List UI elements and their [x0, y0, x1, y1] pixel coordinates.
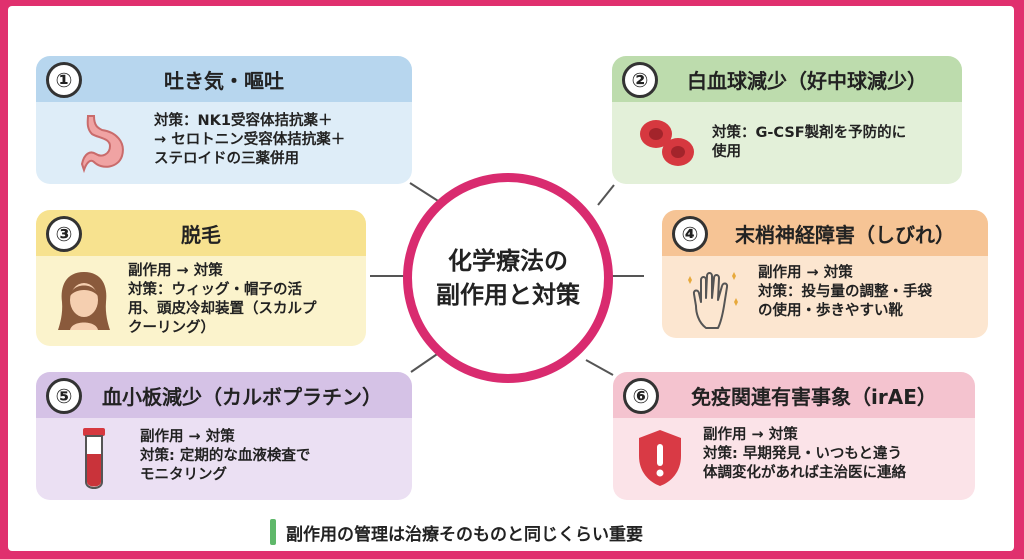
card-leukopenia: ② 白血球減少（好中球減少） 対策：G-CSF製剤を予防的に 使用 [612, 56, 962, 184]
card-title: 白血球減少（好中球減少） [687, 68, 927, 93]
card-text: 副作用 → 対策 対策：投与量の調整・手袋 の使用・歩きやすい靴 [758, 265, 932, 319]
stomach-icon [80, 115, 124, 174]
card-heading: ④ 末梢神経障害（しびれ） [662, 210, 988, 256]
woman-hair-icon [58, 272, 110, 330]
test-tube-icon [83, 428, 105, 489]
card-title: 脱毛 [181, 222, 221, 247]
card-text: 副作用 → 対策 対策：ウィッグ・帽子の活 用、頭皮冷却装置（スカルプ クーリン… [128, 263, 317, 336]
card-hair-loss: ③ 脱毛 副作用 → 対策 対策：ウィッグ・帽子の活 用、頭皮冷却装置（スカルプ… [36, 210, 366, 346]
number-badge: ⑤ [46, 378, 82, 414]
card-text: 対策：NK1受容体拮抗薬＋ → セロトニン受容体拮抗薬＋ ステロイドの三薬併用 [154, 113, 346, 167]
card-body: 対策：NK1受容体拮抗薬＋ → セロトニン受容体拮抗薬＋ ステロイドの三薬併用 [36, 102, 412, 184]
card-body: 対策：G-CSF製剤を予防的に 使用 [612, 102, 962, 184]
footer-text: 副作用の管理は治療そのものと同じくらい重要 [286, 524, 643, 545]
card-heading: ⑤ 血小板減少（カルボプラチン） [36, 372, 412, 418]
card-heading: ⑥ 免疫関連有害事象（irAE） [613, 372, 975, 418]
connector-2 [597, 184, 615, 206]
card-title: 免疫関連有害事象（irAE） [691, 384, 937, 409]
card-thrombocytopenia: ⑤ 血小板減少（カルボプラチン） 副作用 → 対策 対策: 定期的な血液検査で … [36, 372, 412, 500]
number-badge: ⑥ [623, 378, 659, 414]
center-topic-circle: 化学療法の 副作用と対策 [403, 173, 613, 383]
card-body: 副作用 → 対策 対策：投与量の調整・手袋 の使用・歩きやすい靴 [662, 256, 988, 338]
connector-6 [585, 359, 614, 376]
number-badge: ④ [672, 216, 708, 252]
number-badge: ② [622, 62, 658, 98]
tingling-hand-icon [688, 272, 738, 329]
card-nausea: ① 吐き気・嘔吐 対策：NK1受容体拮抗薬＋ → セロトニン受容体拮抗薬＋ ステ… [36, 56, 412, 184]
card-heading: ③ 脱毛 [36, 210, 366, 256]
card-body: 副作用 → 対策 対策：ウィッグ・帽子の活 用、頭皮冷却装置（スカルプ クーリン… [36, 256, 366, 346]
card-text: 副作用 → 対策 対策: 定期的な血液検査で モニタリング [140, 429, 311, 483]
card-text: 副作用 → 対策 対策: 早期発見・いつもと違う 体調変化があれば主治医に連絡 [703, 427, 906, 481]
card-title: 血小板減少（カルボプラチン） [102, 384, 382, 409]
card-text: 対策：G-CSF製剤を予防的に 使用 [712, 125, 907, 160]
card-irae: ⑥ 免疫関連有害事象（irAE） 副作用 → 対策 対策: 早期発見・いつもと違… [613, 372, 975, 500]
card-title: 吐き気・嘔吐 [164, 68, 284, 93]
number-badge: ③ [46, 216, 82, 252]
footer-note: 副作用の管理は治療そのものと同じくらい重要 [270, 517, 643, 547]
card-body: 副作用 → 対策 対策: 早期発見・いつもと違う 体調変化があれば主治医に連絡 [613, 418, 975, 500]
warning-shield-icon [639, 430, 681, 486]
number-badge: ① [46, 62, 82, 98]
center-title: 化学療法の 副作用と対策 [436, 247, 580, 309]
card-body: 副作用 → 対策 対策: 定期的な血液検査で モニタリング [36, 418, 412, 500]
card-heading: ① 吐き気・嘔吐 [36, 56, 412, 102]
card-neuropathy: ④ 末梢神経障害（しびれ） 副作用 → 対策 対策：投与量の調整・手袋 の使用・… [662, 210, 988, 338]
card-heading: ② 白血球減少（好中球減少） [612, 56, 962, 102]
blood-cells-icon [640, 120, 694, 166]
card-title: 末梢神経障害（しびれ） [735, 222, 955, 247]
footer-accent-bar [270, 519, 276, 545]
